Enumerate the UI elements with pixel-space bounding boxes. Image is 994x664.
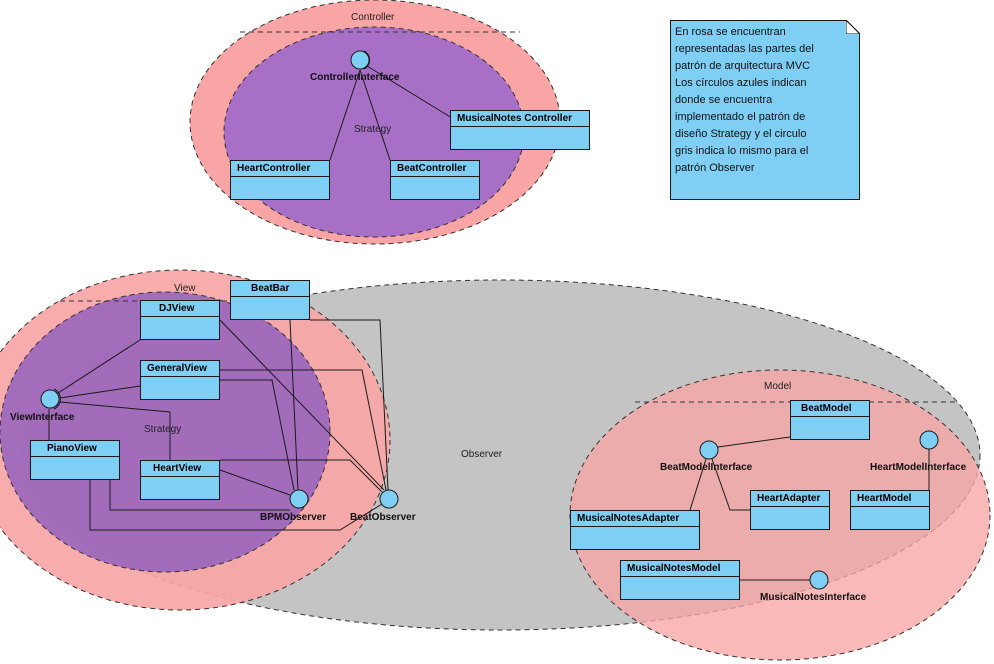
heart-model-interface-icon — [919, 430, 939, 450]
note-fold-corner — [846, 20, 860, 34]
class-name: MusicalNotesAdapter — [571, 511, 699, 527]
musical-notes-controller-class[interactable]: MusicalNotes Controller — [450, 110, 590, 150]
class-name: HeartModel — [851, 491, 929, 507]
bpm-observer-label: BPMObserver — [260, 512, 327, 523]
view-strategy-region — [0, 291, 331, 573]
view-interface-icon — [40, 388, 61, 410]
heart-model-class[interactable]: HeartModel — [850, 490, 930, 530]
beat-observer-label: BeatObserver — [350, 512, 416, 523]
musical-notes-interface-icon — [809, 570, 829, 590]
view-connectors — [48, 319, 389, 531]
beat-model-interface-icon — [699, 440, 719, 460]
note-line: gris indica lo mismo para el — [675, 145, 809, 157]
note-line: diseño Strategy y el circulo — [675, 128, 807, 140]
piano-view-class[interactable]: PianoView — [30, 440, 120, 480]
heart-view-class[interactable]: HeartView — [140, 460, 220, 500]
musical-notes-model-class[interactable]: MusicalNotesModel — [620, 560, 740, 600]
class-name: BeatModel — [791, 401, 869, 417]
beat-model-class[interactable]: BeatModel — [790, 400, 870, 440]
note-line: patrón de arquitectura MVC — [675, 60, 811, 72]
note-line: patrón Observer — [675, 162, 755, 174]
class-name: GeneralView — [141, 361, 219, 377]
class-name: HeartController — [231, 161, 329, 177]
class-name: PianoView — [31, 441, 119, 457]
beat-bar-class[interactable]: BeatBar — [230, 280, 310, 320]
controller-group-label: Controller — [351, 12, 395, 23]
class-name: BeatController — [391, 161, 479, 177]
note-line: representadas las partes del — [675, 43, 814, 55]
view-strategy-label: Strategy — [144, 424, 182, 435]
view-group-label: View — [174, 283, 196, 294]
model-connectors — [689, 436, 930, 581]
note-line: donde se encuentra — [675, 94, 773, 106]
model-group-label: Model — [764, 381, 792, 392]
class-name: HeartView — [141, 461, 219, 477]
note-line: En rosa se encuentran — [675, 26, 786, 38]
heart-adapter-class[interactable]: HeartAdapter — [750, 490, 830, 530]
bpm-observer-icon — [289, 489, 309, 509]
musical-notes-adapter-class[interactable]: MusicalNotesAdapter — [570, 510, 700, 550]
heart-model-interface-label: HeartModelInterface — [870, 462, 967, 473]
musical-notes-interface-label: MusicalNotesInterface — [760, 592, 867, 603]
class-name: HeartAdapter — [751, 491, 829, 507]
view-interface-label: ViewInterface — [10, 412, 75, 423]
controller-interface-icon — [350, 50, 371, 70]
class-name: MusicalNotesModel — [621, 561, 739, 577]
controller-connectors — [329, 65, 453, 161]
controller-interface-label: ControllerInterface — [310, 72, 400, 83]
heart-controller-class[interactable]: HeartController — [230, 160, 330, 200]
class-name: MusicalNotes Controller — [451, 111, 589, 127]
observer-group-label: Observer — [461, 449, 503, 460]
controller-strategy-label: Strategy — [354, 124, 392, 135]
general-view-class[interactable]: GeneralView — [140, 360, 220, 400]
note-line: Los círculos azules indican — [675, 77, 807, 89]
class-name: DJView — [141, 301, 219, 317]
beat-observer-icon — [379, 489, 399, 509]
dj-view-class[interactable]: DJView — [140, 300, 220, 340]
beat-controller-class[interactable]: BeatController — [390, 160, 480, 200]
legend-note: En rosa se encuentran representadas las … — [670, 20, 860, 200]
note-line: implementado el patrón de — [675, 111, 806, 123]
beat-model-interface-label: BeatModelInterface — [660, 462, 753, 473]
class-name: BeatBar — [231, 281, 309, 297]
